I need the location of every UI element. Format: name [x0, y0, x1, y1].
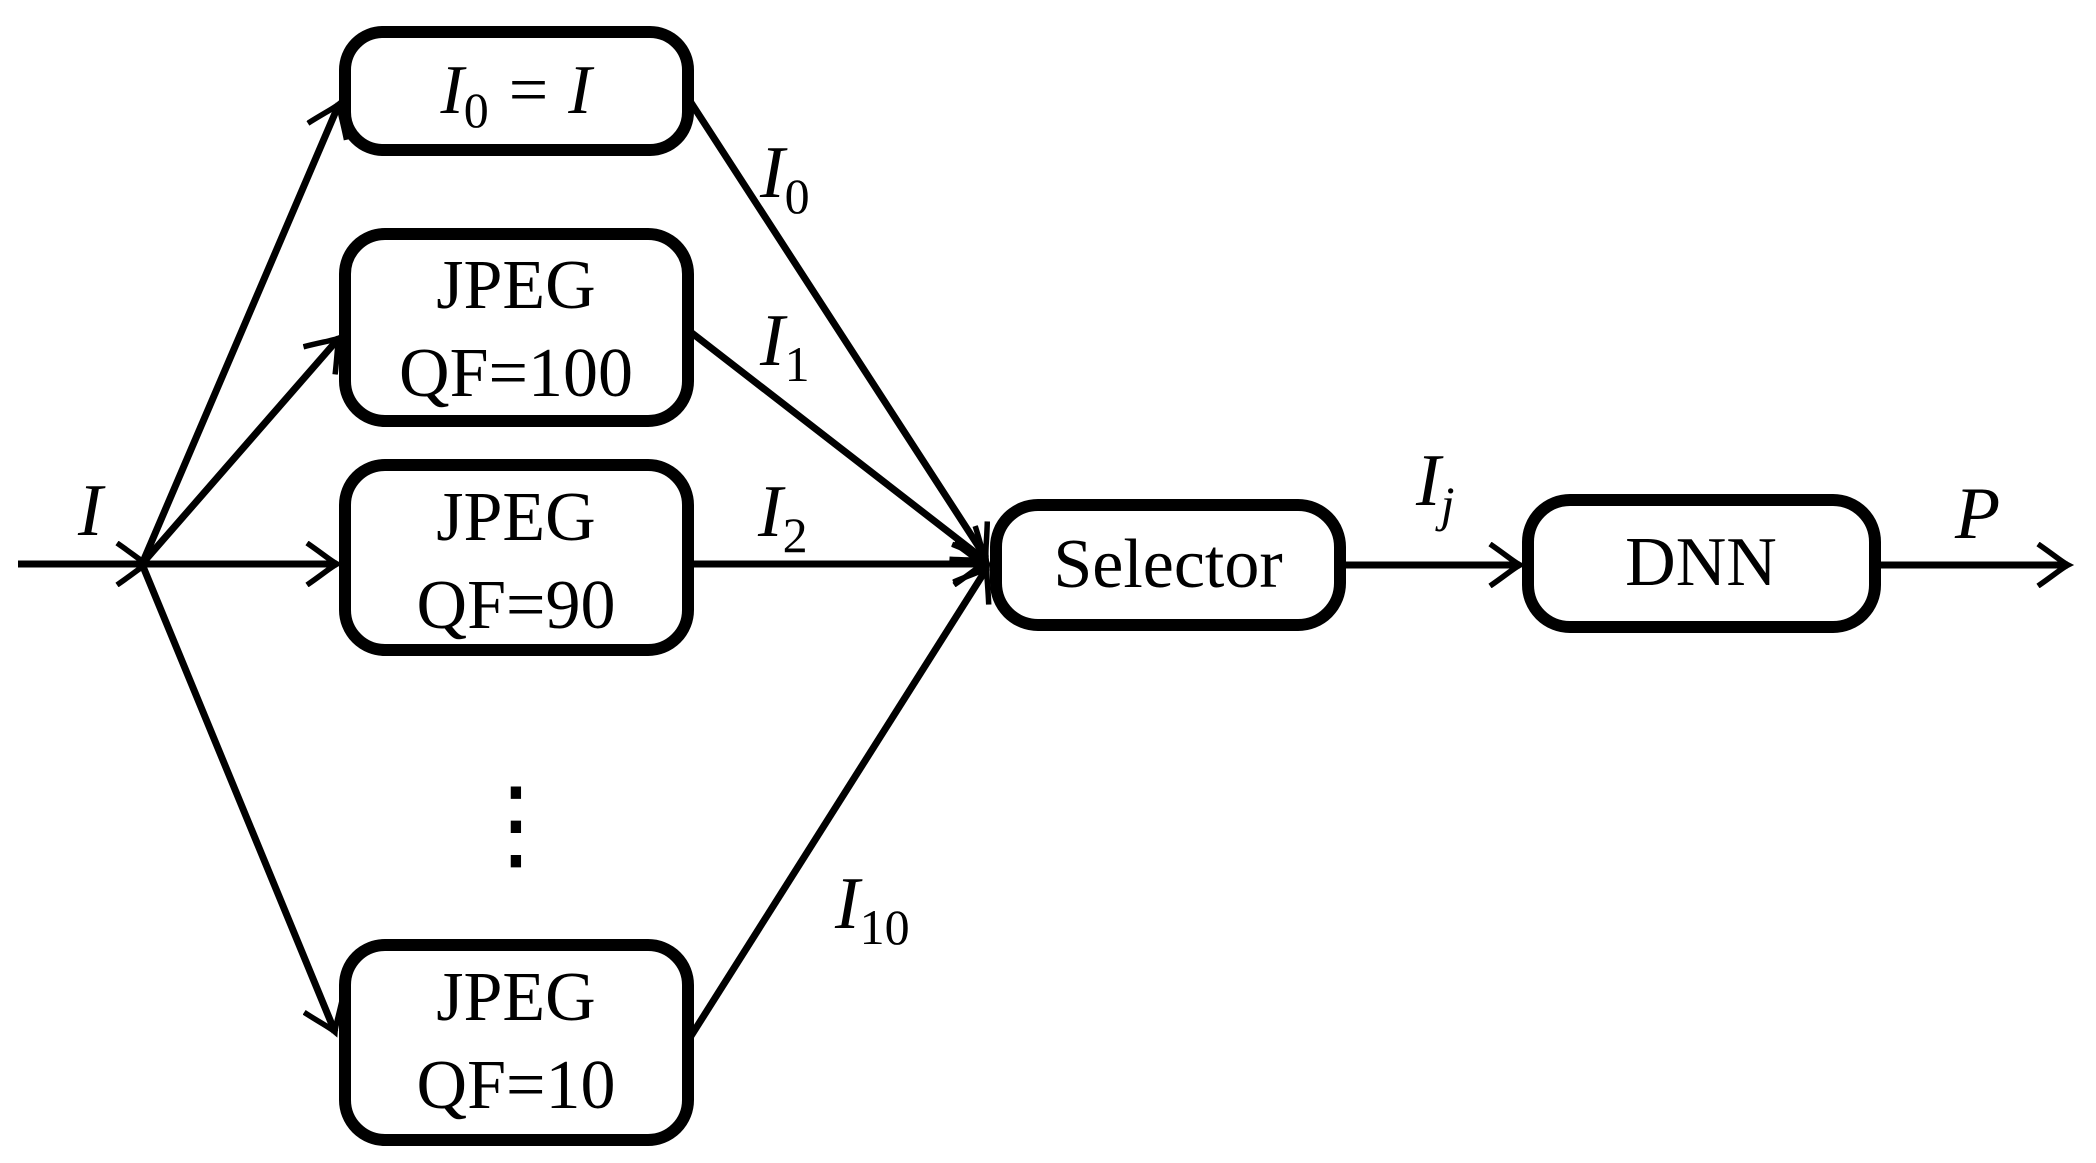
vertical-ellipsis: ⋮	[466, 765, 566, 882]
jpeg100-label-line2: QF=100	[399, 335, 633, 412]
identity-equals: =	[509, 52, 548, 129]
i1-base: I	[759, 300, 788, 382]
edge-label-i2: I2	[757, 471, 808, 563]
edge-i1	[685, 327, 986, 561]
jpeg90-label-line1: JPEG	[436, 479, 595, 556]
output-label: P	[1954, 473, 2000, 555]
i0-sub: 0	[785, 168, 810, 224]
i10-sub: 10	[860, 899, 910, 955]
jpeg10-label-line2: QF=10	[417, 1047, 616, 1124]
selector-box-label: Selector	[1053, 526, 1282, 603]
identity-sub: 0	[464, 82, 489, 138]
jpeg100-label-line1: JPEG	[436, 247, 595, 324]
edge-label-i10: I10	[834, 863, 910, 955]
edge-i10	[688, 568, 987, 1038]
i0-base: I	[759, 132, 788, 214]
jpeg10-label-line1: JPEG	[436, 959, 595, 1036]
ij-base: I	[1415, 440, 1444, 522]
selector-box	[990, 499, 1346, 631]
edge-branch-to-jpeg10	[138, 562, 335, 1032]
identity-rhs: I	[567, 52, 595, 129]
dnn-box	[1522, 494, 1881, 633]
edge-i0	[685, 96, 986, 558]
identity-box-label: I0=I	[439, 52, 595, 138]
edge-branch-to-identity	[138, 104, 339, 566]
dnn-box-label: DNN	[1625, 524, 1777, 601]
jpeg10-box	[339, 939, 694, 1146]
identity-base: I	[439, 52, 467, 129]
input-label: I	[77, 470, 106, 552]
i2-sub: 2	[783, 507, 808, 563]
jpeg100-box	[339, 228, 694, 427]
identity-box	[339, 26, 694, 156]
jpeg90-label-line2: QF=90	[417, 567, 616, 644]
jpeg90-box	[339, 459, 694, 656]
edge-branch-to-jpeg100	[139, 338, 339, 567]
edge-label-i0: I0	[759, 132, 810, 224]
i2-base: I	[757, 471, 786, 553]
edge-label-i1: I1	[759, 300, 810, 392]
i10-base: I	[834, 863, 863, 945]
i1-sub: 1	[785, 336, 810, 392]
edge-label-ij: Ij	[1415, 440, 1455, 532]
